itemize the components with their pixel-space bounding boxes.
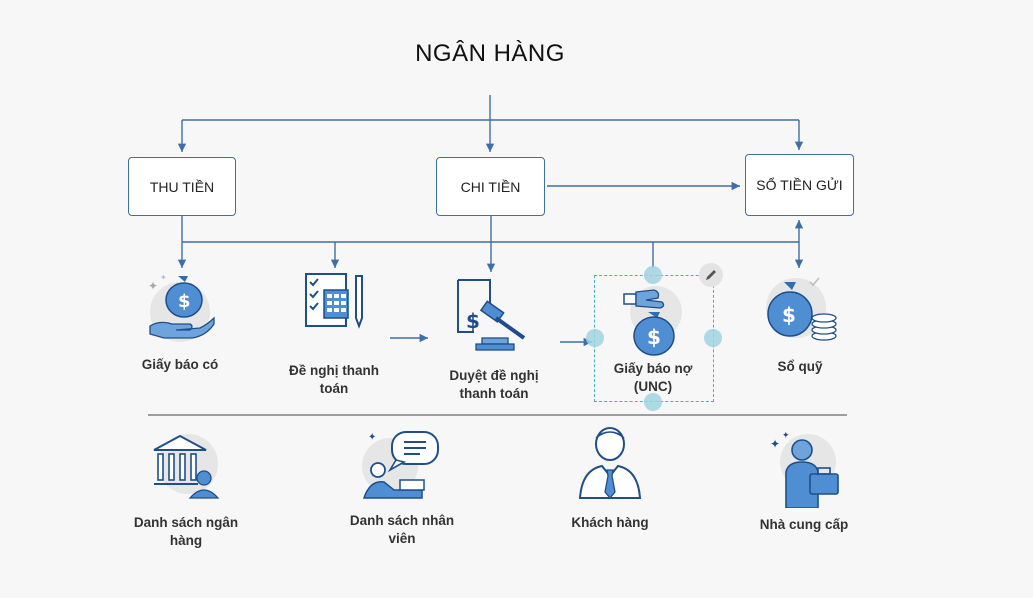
chi-tien-label: CHI TIỀN	[460, 178, 521, 195]
customer-person-icon[interactable]	[576, 424, 646, 500]
resize-handle-left[interactable]	[586, 329, 604, 347]
svg-text:✦: ✦	[782, 431, 790, 441]
svg-text:$: $	[466, 309, 480, 333]
so-quy-label: Sổ quỹ	[777, 359, 823, 374]
bank-building-icon[interactable]	[148, 428, 224, 500]
duyet-de-nghi-label: Duyệt đề nghị thanh toán	[432, 367, 556, 403]
duyet-line1: Duyệt đề nghị	[449, 368, 539, 383]
giay-bao-co-label: Giấy báo có	[141, 357, 219, 372]
thu-tien-label: THU TIỀN	[149, 178, 215, 195]
edit-pencil-icon[interactable]	[699, 263, 723, 287]
nha-cung-cap-label: Nhà cung cấp	[759, 517, 849, 532]
checklist-calculator-icon[interactable]	[302, 270, 372, 330]
so-tien-gui-box[interactable]: SỔ TIỀN GỬI	[745, 154, 854, 216]
employee-chat-icon[interactable]: ✦	[360, 426, 444, 504]
svg-text:✦: ✦	[770, 437, 780, 451]
svg-text:✦: ✦	[160, 273, 167, 282]
giay-bao-no-label: Giấy báo nợ (UNC)	[594, 360, 712, 396]
gavel-document-icon[interactable]: $	[452, 276, 538, 354]
svg-text:$: $	[178, 291, 191, 312]
resize-handle-right[interactable]	[704, 329, 722, 347]
giay-bao-no-line2: (UNC)	[633, 379, 673, 394]
ds-ngan-hang-line2: hàng	[169, 533, 203, 548]
supplier-briefcase-icon[interactable]: ✦ ✦	[766, 428, 844, 508]
khach-hang-label: Khách hàng	[571, 515, 649, 530]
ds-nhan-vien-line2: viên	[388, 531, 416, 546]
money-bag-hand-down-icon[interactable]: $	[616, 282, 690, 360]
de-nghi-line2: toán	[319, 381, 349, 396]
thu-tien-box[interactable]: THU TIỀN	[128, 157, 236, 216]
so-tien-gui-label: SỔ TIỀN GỬI	[756, 177, 843, 193]
money-bag-hand-icon[interactable]: ✦ ✦ $	[142, 268, 222, 348]
svg-text:$: $	[647, 325, 661, 349]
resize-handle-top[interactable]	[644, 266, 662, 284]
ds-nhan-vien-line1: Danh sách nhân	[349, 513, 455, 528]
svg-text:✦: ✦	[368, 432, 376, 443]
svg-text:✦: ✦	[148, 279, 158, 293]
page-title: NGÂN HÀNG	[415, 40, 565, 67]
de-nghi-thanh-toan-label: Đề nghị thanh toán	[274, 362, 394, 398]
ds-nhan-vien-label: Danh sách nhân viên	[338, 512, 466, 548]
ds-ngan-hang-line1: Danh sách ngân	[133, 515, 239, 530]
money-bag-coins-icon[interactable]: $	[760, 270, 842, 350]
duyet-line2: thanh toán	[459, 386, 529, 401]
de-nghi-line1: Đề nghị thanh	[289, 363, 379, 378]
svg-text:$: $	[782, 303, 796, 327]
ds-ngan-hang-label: Danh sách ngân hàng	[122, 514, 250, 550]
resize-handle-bottom[interactable]	[644, 393, 662, 411]
chi-tien-box[interactable]: CHI TIỀN	[436, 157, 545, 216]
giay-bao-no-line1: Giấy báo nợ	[613, 361, 693, 376]
